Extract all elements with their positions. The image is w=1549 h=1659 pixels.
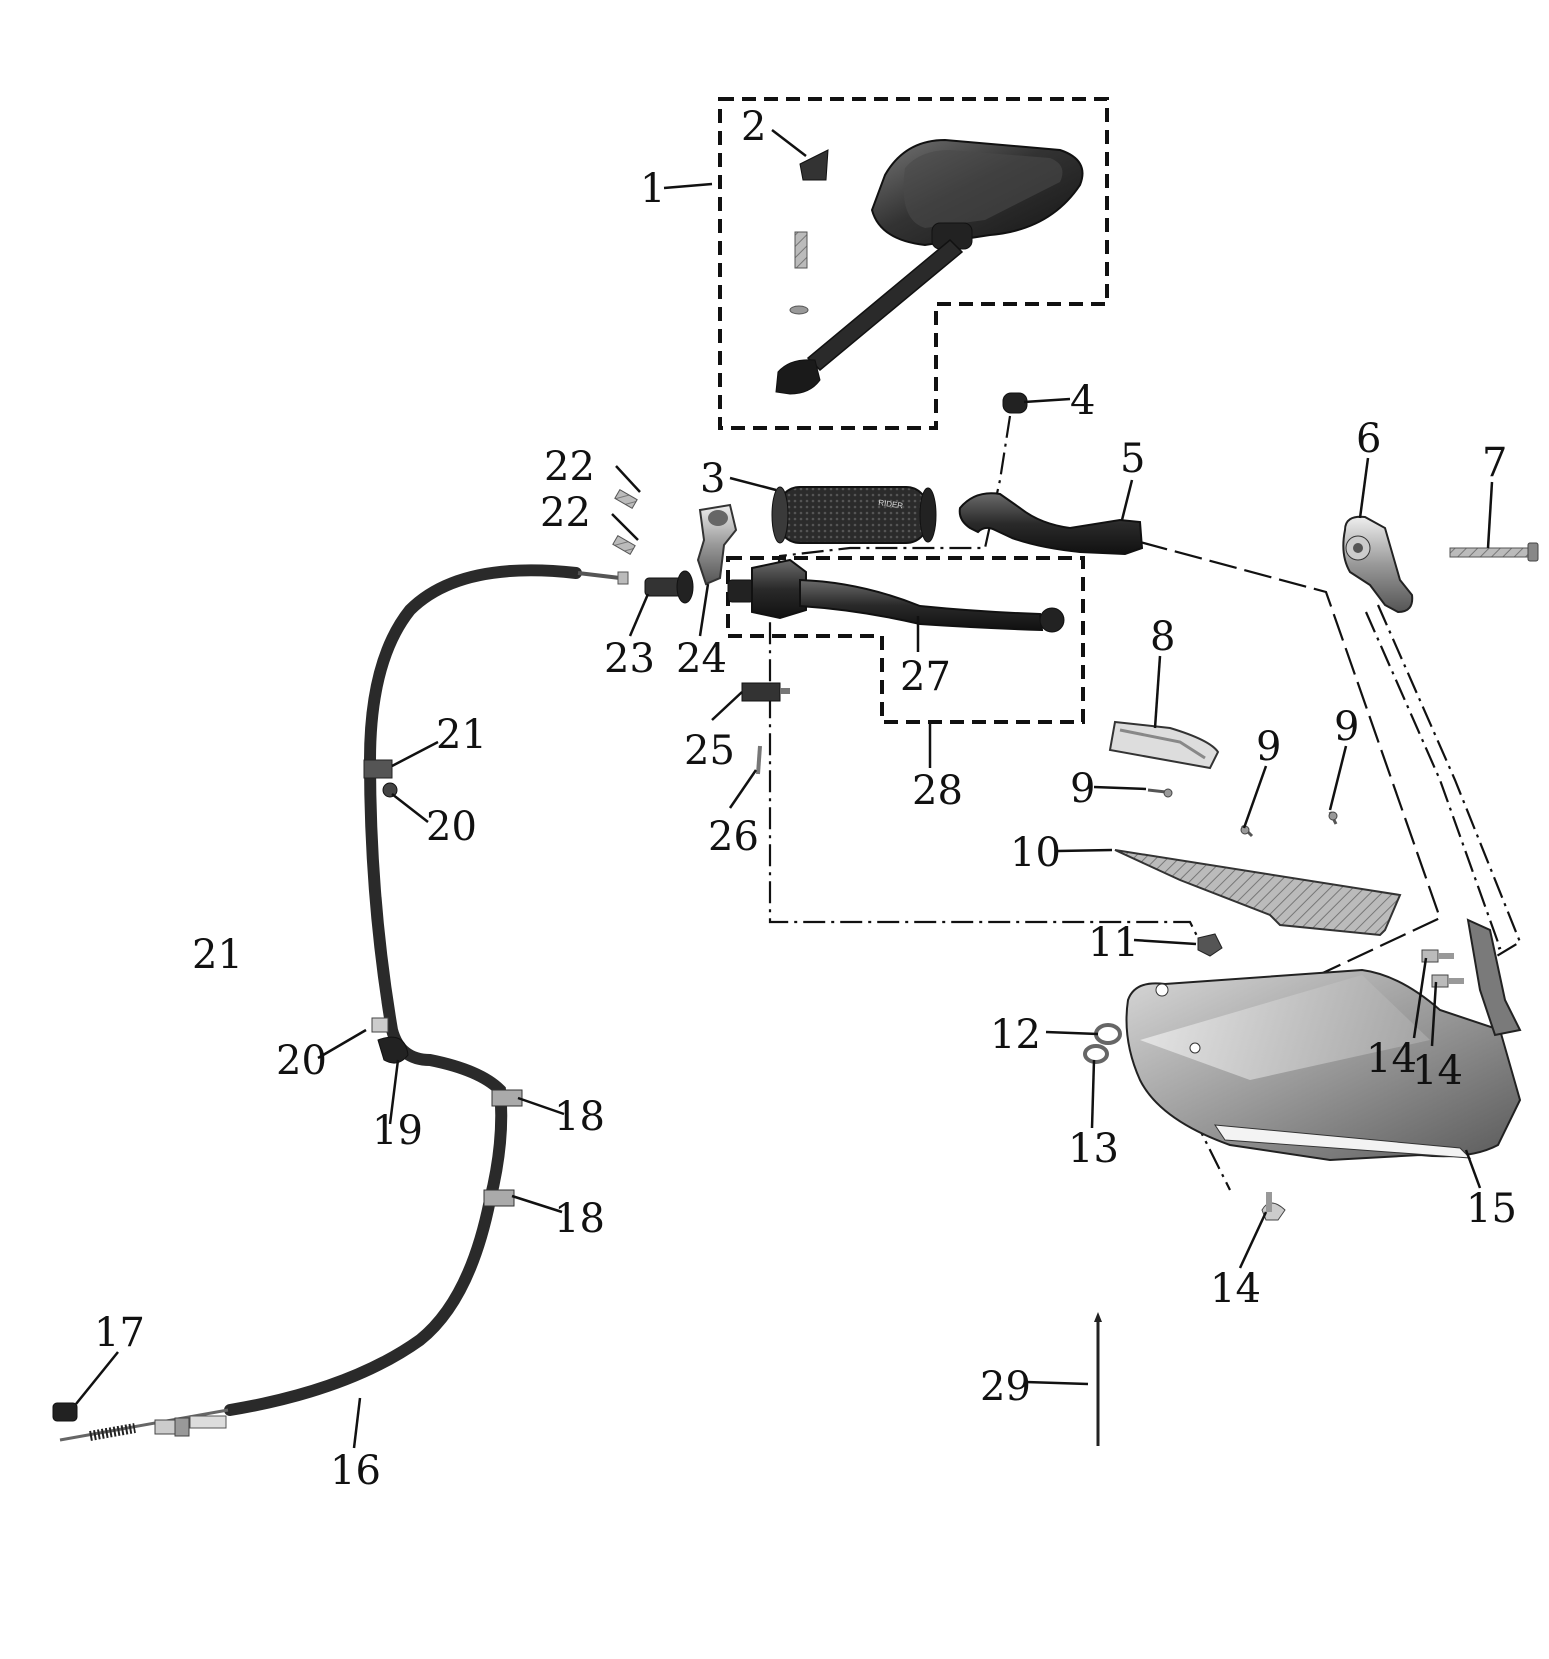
cable-tie xyxy=(1094,1312,1102,1446)
lever-assembly-box xyxy=(726,556,1085,724)
callout-10: 10 xyxy=(1010,830,1061,876)
callout-14b: 14 xyxy=(1412,1048,1463,1094)
small-screw xyxy=(1240,824,1254,838)
callout-8: 8 xyxy=(1150,614,1175,660)
grip-brand-text: RIDER xyxy=(878,498,904,510)
callout-15: 15 xyxy=(1466,1186,1517,1232)
callout-labels: 1 2 3 4 5 6 7 8 9 9 9 10 11 12 13 14 14 … xyxy=(94,104,1517,1494)
switch-screw xyxy=(756,745,762,775)
short-lever xyxy=(958,492,1144,556)
callout-11: 11 xyxy=(1088,920,1139,966)
callout-25: 25 xyxy=(684,728,735,774)
lever-clamp xyxy=(696,503,738,586)
callout-20a: 20 xyxy=(426,804,477,850)
cable-adjuster xyxy=(644,570,694,604)
cable-clip xyxy=(363,759,398,798)
callout-22b: 22 xyxy=(540,490,591,536)
callout-16: 16 xyxy=(330,1448,381,1494)
callout-9a: 9 xyxy=(1070,766,1095,812)
callout-21b: 21 xyxy=(192,932,243,978)
guard-bolt xyxy=(1261,1192,1286,1221)
callout-18b: 18 xyxy=(554,1196,605,1242)
cable-clip xyxy=(371,1017,409,1064)
callout-14a: 14 xyxy=(1366,1036,1417,1082)
mirror-screw xyxy=(794,231,808,269)
callout-14c: 14 xyxy=(1210,1266,1261,1312)
callout-3: 3 xyxy=(700,456,725,502)
cable-clamp xyxy=(491,1089,523,1107)
callout-26: 26 xyxy=(708,814,759,860)
leader-lines xyxy=(75,129,1494,1449)
handlebar-grip xyxy=(771,486,937,544)
clamp-screw xyxy=(612,534,636,556)
mirror-cap xyxy=(799,149,829,181)
lever-cap xyxy=(1002,392,1028,414)
callout-17: 17 xyxy=(94,1310,145,1356)
callout-12: 12 xyxy=(990,1012,1041,1058)
callout-6: 6 xyxy=(1356,416,1381,462)
callout-21a: 21 xyxy=(436,712,487,758)
callout-5: 5 xyxy=(1120,436,1145,482)
handguard xyxy=(1125,918,1522,1162)
handguard-insert xyxy=(1108,720,1220,770)
small-screw xyxy=(1147,788,1173,798)
callout-29: 29 xyxy=(980,1364,1031,1410)
cable-boot xyxy=(52,1402,78,1422)
callout-22a: 22 xyxy=(544,444,595,490)
cable-end-fittings xyxy=(59,1408,229,1442)
spacer xyxy=(1083,1044,1109,1064)
callout-7: 7 xyxy=(1482,440,1507,486)
clutch-cable xyxy=(224,564,582,1416)
callout-13: 13 xyxy=(1068,1126,1119,1172)
clutch-lever xyxy=(727,558,1065,633)
callout-28: 28 xyxy=(912,768,963,814)
callout-27: 27 xyxy=(900,654,951,700)
callout-24: 24 xyxy=(676,636,727,682)
mesh-panel xyxy=(1114,849,1402,937)
callout-19: 19 xyxy=(372,1108,423,1154)
washer xyxy=(1094,1023,1122,1045)
callout-18a: 18 xyxy=(554,1094,605,1140)
small-screw xyxy=(1328,811,1338,825)
clamp-screw xyxy=(614,488,638,510)
cable-clamp xyxy=(483,1189,515,1207)
mirror xyxy=(775,138,1084,395)
guard-nut xyxy=(1197,933,1223,957)
assembly-line-end-a xyxy=(1376,604,1522,961)
long-bolt xyxy=(1449,542,1539,562)
mirror-nut xyxy=(789,305,809,315)
callout-23: 23 xyxy=(604,636,655,682)
callout-9b: 9 xyxy=(1256,724,1281,770)
bar-end-weight xyxy=(1342,515,1414,614)
callout-4: 4 xyxy=(1070,378,1095,424)
callout-2: 2 xyxy=(741,104,766,150)
mirror-assembly-box xyxy=(718,97,1109,430)
clutch-switch xyxy=(741,682,790,702)
callout-9c: 9 xyxy=(1334,704,1359,750)
callout-20b: 20 xyxy=(276,1038,327,1084)
callout-1: 1 xyxy=(640,166,665,212)
assembly-line-lever-guard xyxy=(1139,540,1442,1041)
